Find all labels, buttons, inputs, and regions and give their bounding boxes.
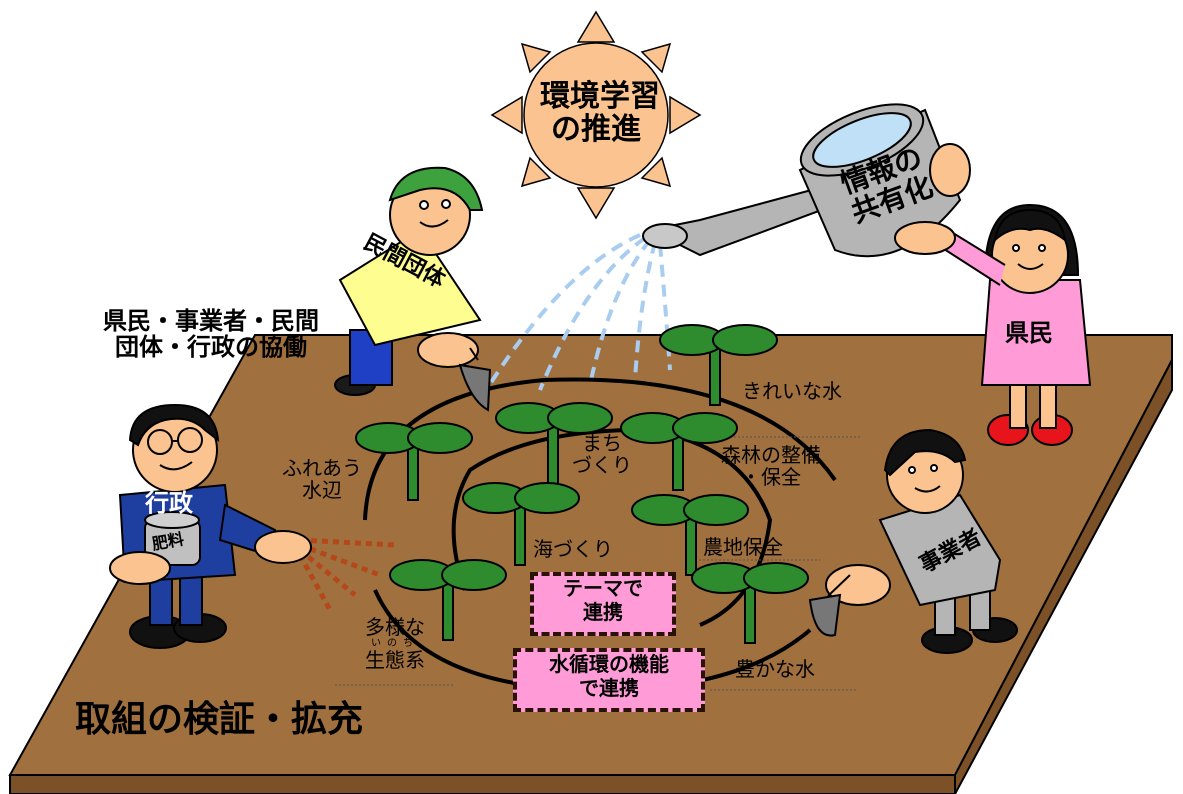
theme-link-box: テーマで 連携	[530, 572, 676, 636]
citizen-person-icon	[894, 143, 1092, 446]
sprout-icon	[462, 482, 580, 566]
sprout-label-farmland: 農地保全	[703, 535, 783, 559]
collaboration-title-line1: 県民・事業者・民間	[103, 307, 319, 335]
sprout-icons	[355, 324, 809, 644]
sprout-label-forest-line1: 森林の整備	[721, 443, 821, 467]
sprout-icon	[620, 412, 738, 491]
soil-field-edge	[9, 774, 956, 794]
water-cycle-link-line1: 水循環の機能	[549, 652, 669, 676]
sprout-label-town-line1: まち	[582, 431, 622, 455]
sprout-label-waterside-line2: 水辺	[302, 478, 342, 502]
sun-label: 環境学習 の推進	[540, 79, 660, 147]
sprout-label-town: まち づくり	[572, 432, 632, 476]
sprout-icon	[355, 422, 473, 501]
sprout-label-rich-water: 豊かな水	[735, 657, 815, 681]
sprout-label-waterside: ふれあう 水辺	[272, 457, 372, 501]
sprout-label-clean-water: きれいな水	[742, 379, 842, 403]
sprout-label-forest-line2: ・保全	[741, 465, 801, 489]
sprout-label-waterside-line1: ふれあう	[282, 456, 362, 480]
bottom-title: 取組の検証・拡充	[75, 699, 364, 740]
label-separators	[335, 436, 860, 691]
sprout-icon	[659, 324, 778, 406]
sun-icon	[490, 10, 702, 220]
water-spray	[478, 233, 672, 402]
sprout-label-ecosystem-ruby: いのち	[371, 638, 419, 649]
sun-label-line1: 環境学習	[540, 79, 660, 114]
fertilizer-scatter	[297, 537, 396, 612]
sprout-icon	[631, 494, 749, 576]
sprout-label-ecosystem-line2: 生態系	[365, 648, 425, 672]
sprout-label-ecosystem: 多様な いのち 生態系	[345, 616, 445, 671]
water-cycle-link-line2: で連携	[579, 676, 639, 700]
business-person-icon	[808, 428, 1018, 654]
sprout-label-ecosystem-line1: 多様な	[365, 615, 425, 639]
government-person-icon	[109, 403, 312, 649]
theme-link-line1: テーマで	[563, 576, 643, 600]
theme-link-line2: 連携	[583, 600, 623, 624]
citizen-label: 県民	[1005, 319, 1053, 347]
sprout-label-forest: 森林の整備 ・保全	[706, 444, 836, 488]
soil-field-side	[954, 359, 1173, 794]
collaboration-title: 県民・事業者・民間 団体・行政の協働	[96, 308, 326, 361]
watering-can-icon	[642, 103, 962, 258]
npo-person-icon	[334, 166, 492, 412]
government-label: 行政	[145, 489, 193, 517]
sun-label-line2: の推進	[551, 112, 641, 147]
water-cycle-link-box: 水循環の機能 で連携	[513, 648, 705, 712]
sprout-icon	[389, 559, 507, 641]
sprout-label-town-line2: づくり	[572, 453, 632, 477]
collaboration-title-line2: 団体・行政の協働	[115, 333, 307, 362]
sprout-icon	[495, 402, 613, 486]
sprout-icon	[691, 562, 809, 644]
sprout-label-sea: 海づくり	[533, 537, 613, 561]
